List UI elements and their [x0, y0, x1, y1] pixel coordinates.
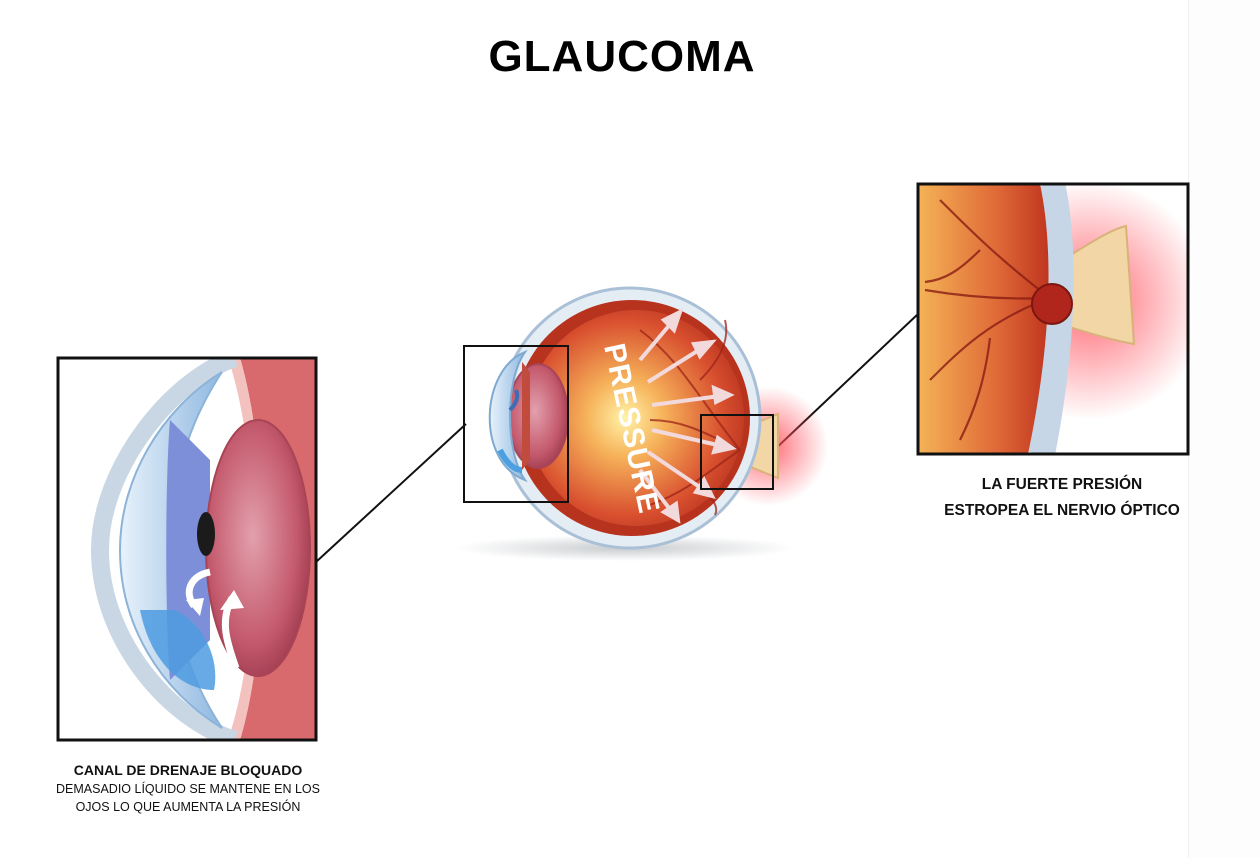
eye-cross-section: PRESSURE [455, 286, 828, 561]
page-title: GLAUCOMA [488, 32, 756, 81]
inset-right-retina [918, 184, 1049, 454]
caption-left-line-1: DEMASADIO LÍQUIDO SE MANTENE EN LOS [56, 782, 320, 796]
drainage-blue [497, 448, 523, 473]
caption-left: CANAL DE DRENAJE BLOQUADO DEMASADIO LÍQU… [30, 760, 346, 816]
inset-optic-nerve [916, 182, 1190, 456]
lens [507, 363, 569, 469]
inset-drainage-canal [56, 356, 318, 742]
caption-right-line-1: LA FUERTE PRESIÓN [981, 476, 1143, 493]
inset-left-flow-arrowhead-up [220, 590, 244, 610]
caption-left-line-2: OJOS LO QUE AUMENTA LA PRESIÓN [75, 800, 301, 814]
inset-left-flow-arrowhead-curl [186, 598, 204, 616]
inset-right-optic-disc [1031, 283, 1073, 325]
inset-right-frame [916, 182, 1190, 456]
inset-left-pupil [197, 512, 215, 556]
caption-left-heading: CANAL DE DRENAJE BLOQUADO [73, 762, 303, 778]
inset-left-lens [205, 419, 311, 677]
connector-line-left [315, 423, 467, 563]
inset-right-vessels [924, 199, 1051, 441]
zoom-box-front [463, 345, 569, 503]
iris-blue [508, 389, 520, 412]
zoom-box-nerve [700, 414, 774, 490]
caption-right: LA FUERTE PRESIÓN ESTROPEA EL NERVIO ÓPT… [916, 472, 1208, 524]
caption-right-line-2: ESTROPEA EL NERVIO ÓPTICO [944, 502, 1180, 519]
inset-left-frame [56, 356, 318, 742]
inset-left-drainage [140, 610, 216, 690]
pressure-arrows [638, 308, 737, 524]
cornea [488, 349, 528, 483]
iris-center [522, 362, 530, 470]
retina [528, 310, 744, 526]
inset-left-sclera [90, 358, 239, 740]
